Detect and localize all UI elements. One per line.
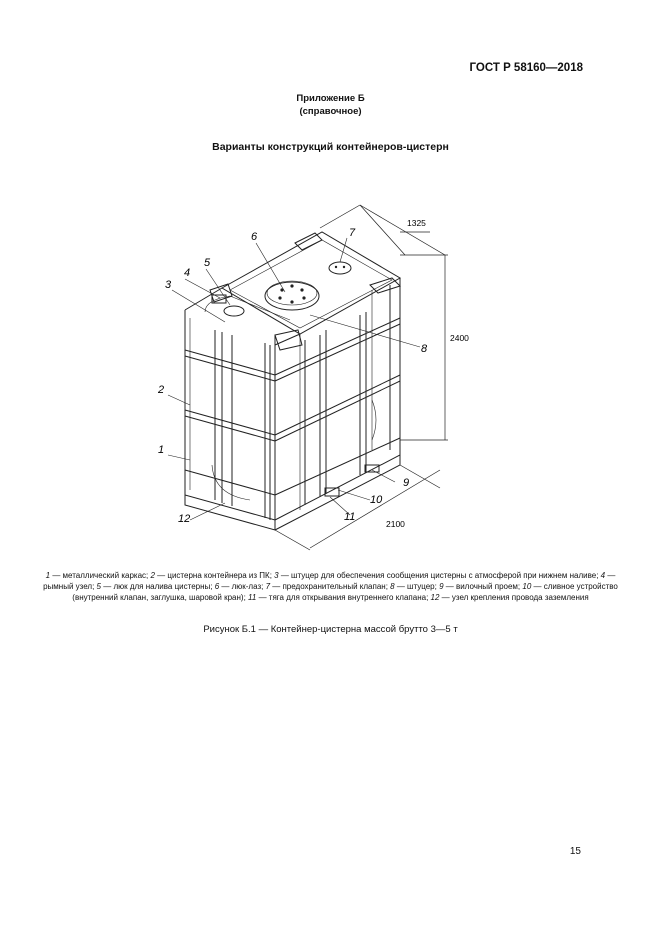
legend-item: 3 — штуцер для обеспечения сообщения цис… [274, 571, 601, 580]
legend-item: 5 — люк для налива цистерны; [97, 582, 215, 591]
callout-2: 2 [157, 384, 164, 396]
callout-3: 3 [165, 279, 172, 291]
legend-item: 4 — рымный узел; [43, 571, 615, 591]
legend-number: 10 [522, 582, 532, 591]
legend-number: 2 [150, 571, 155, 580]
legend-text: — сливное устройство (внутренний клапан,… [72, 582, 618, 602]
legend-item: 1 — металлический каркас; [46, 571, 151, 580]
document-code: ГОСТ Р 58160—2018 [469, 62, 583, 74]
legend-item: 9 — вилочный проем; [439, 582, 522, 591]
legend-item: 7 — предохранительный клапан; [266, 582, 391, 591]
legend-text: — вилочный проем; [443, 582, 523, 591]
callout-12: 12 [178, 513, 190, 525]
legend-number: 12 [430, 593, 440, 602]
callout-9: 9 [403, 477, 409, 489]
legend-text: — штуцер для обеспечения сообщения цисте… [278, 571, 601, 580]
legend-item: 10 — сливное устройство (внутренний клап… [72, 582, 618, 602]
callout-8: 8 [421, 343, 428, 355]
legend-number: 5 [96, 582, 101, 591]
appendix-title: Приложение Б [296, 93, 365, 104]
callout-1: 1 [158, 444, 164, 456]
legend-text: — узел крепления провода заземления [439, 593, 589, 602]
legend-text: — цистерна контейнера из ПК; [154, 571, 275, 580]
legend-number: 3 [274, 571, 279, 580]
legend-text: — металлический каркас; [50, 571, 151, 580]
section-title: Варианты конструкций контейнеров-цистерн [212, 141, 449, 153]
callout-5: 5 [204, 257, 211, 269]
legend-number: 6 [214, 582, 220, 591]
legend-item: 2 — цистерна контейнера из ПК; [150, 571, 274, 580]
callout-7: 7 [349, 227, 356, 239]
legend-number: 7 [265, 582, 271, 591]
legend-text: — люк для налива цистерны; [101, 582, 215, 591]
page-number: 15 [569, 846, 581, 857]
callout-4: 4 [184, 267, 190, 279]
legend-item: 11 — тяга для открывания внутреннего кла… [248, 593, 430, 602]
dimension-width: 1325 [407, 218, 426, 228]
legend-item: 6 — люк-лаз; [215, 582, 266, 591]
callout-6: 6 [251, 231, 258, 243]
legend-number: 1 [45, 571, 51, 580]
callout-11: 11 [344, 511, 355, 523]
legend-text: — рымный узел; [43, 571, 616, 591]
legend-number: 8 [390, 582, 395, 591]
legend-text: — люк-лаз; [219, 582, 266, 591]
legend-item: 8 — штуцер; [390, 582, 439, 591]
legend-number: 11 [248, 593, 257, 602]
legend-text: — тяга для открывания внутреннего клапан… [256, 593, 431, 602]
legend-number: 4 [600, 571, 606, 580]
tank-container-drawing: 1325 2400 2100 1 2 3 4 5 6 7 8 9 10 11 1… [157, 204, 469, 551]
callout-10: 10 [370, 494, 383, 506]
dimension-length: 2100 [386, 519, 405, 529]
appendix-heading: Приложение Б (справочное) [0, 92, 661, 118]
legend-text: — штуцер; [394, 582, 440, 591]
figure-caption: Рисунок Б.1 — Контейнер-цистерна массой … [203, 624, 458, 635]
dimension-height: 2400 [450, 333, 469, 343]
legend-text: — предохранительный клапан; [270, 582, 391, 591]
figure-legend: 1 — металлический каркас; 2 — цистерна к… [40, 570, 621, 603]
appendix-subtitle: (справочное) [299, 106, 362, 117]
legend-number: 9 [439, 582, 444, 591]
legend-item: 12 — узел крепления провода заземления [431, 593, 589, 602]
